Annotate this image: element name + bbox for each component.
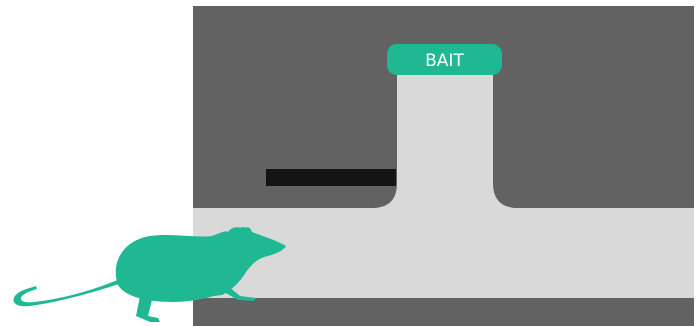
barrier-bar: [266, 169, 396, 186]
bait-badge: BAIT: [387, 44, 502, 75]
maze-bottom-wall: [193, 298, 694, 326]
bait-label: BAIT: [425, 51, 464, 71]
rat-tail: [14, 278, 125, 306]
